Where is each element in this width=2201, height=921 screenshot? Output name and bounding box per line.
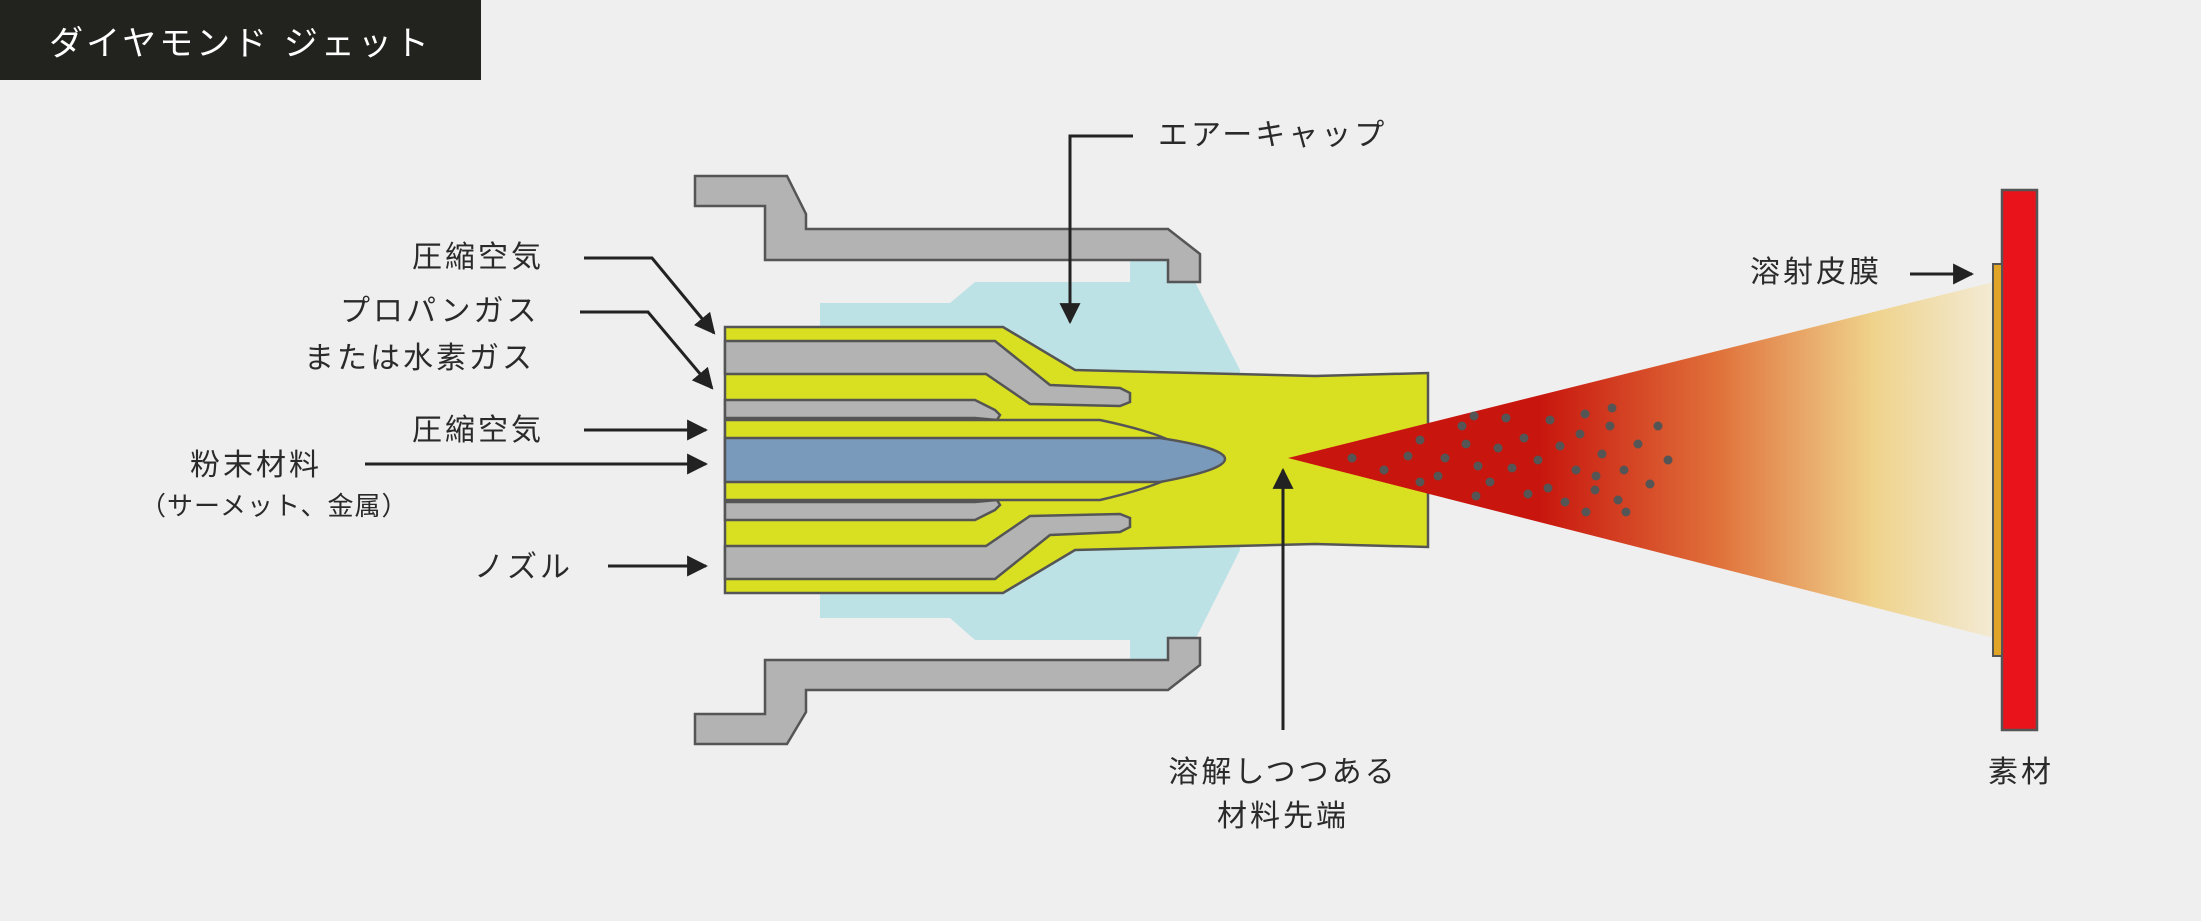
label-powder-material-note: （サーメット、金属） xyxy=(140,492,409,522)
label-melting-tip-line1: 溶解しつつある xyxy=(1168,755,1398,790)
air-cap-upper xyxy=(693,174,1202,284)
label-propane-gas: プロパンガス xyxy=(340,294,540,329)
powder-tube xyxy=(723,436,1227,484)
label-nozzle: ノズル xyxy=(474,550,573,585)
air-cap-lower xyxy=(693,636,1202,746)
spray-flame xyxy=(1288,280,2002,640)
air-channel-upper xyxy=(723,398,1002,422)
air-channel-lower xyxy=(723,498,1002,522)
label-substrate: 素材 xyxy=(1988,755,2054,790)
label-air-cap: エアーキャップ xyxy=(1158,118,1388,153)
sprayed-coating-layer xyxy=(1992,263,2003,657)
diagram-title: ダイヤモンド ジェット xyxy=(0,0,481,80)
powder-particles xyxy=(1347,403,1673,517)
substrate-block xyxy=(2000,188,2039,732)
label-compressed-air-mid: 圧縮空気 xyxy=(412,413,544,448)
label-powder-material: 粉末材料 xyxy=(190,448,322,483)
gas-channel-upper xyxy=(723,339,1132,408)
label-or-hydrogen-gas: または水素ガス xyxy=(304,341,535,376)
label-compressed-air-top: 圧縮空気 xyxy=(412,240,544,275)
gas-channel-lower xyxy=(723,512,1132,581)
label-sprayed-coating: 溶射皮膜 xyxy=(1750,255,1882,290)
leader-lines xyxy=(365,134,1975,730)
label-melting-tip-line2: 材料先端 xyxy=(1217,799,1349,834)
